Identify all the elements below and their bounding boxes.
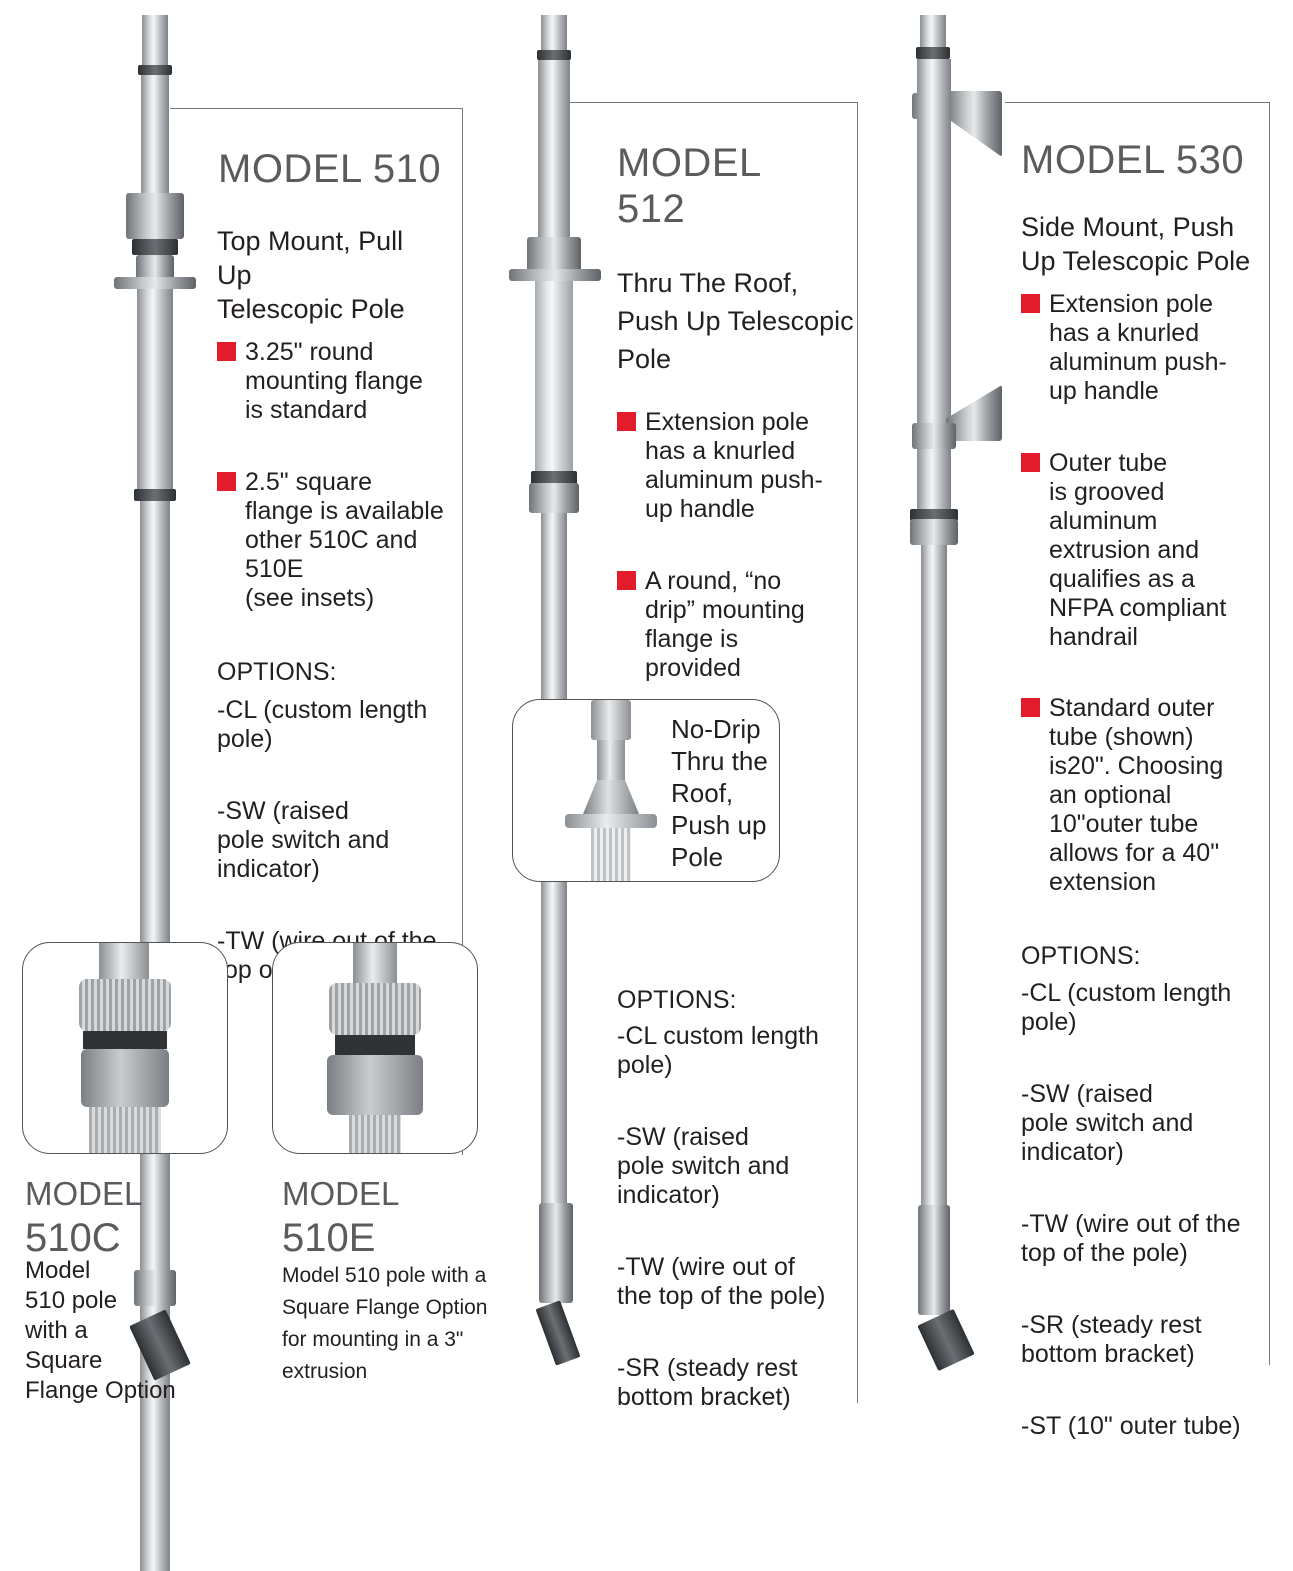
model-510-title: MODEL 510 <box>218 147 442 191</box>
model-512-option-cl: -CL custom length pole) <box>617 1022 819 1079</box>
model-512-options-label: OPTIONS: <box>617 986 737 1014</box>
model-512-option-sr: -SR (steady rest bottom bracket) <box>617 1354 798 1411</box>
model-512-inset-caption: No-Drip Thru the Roof, Push up Pole <box>671 714 768 872</box>
model-530-panel <box>1005 102 1270 1365</box>
model-530-bullet-1: Extension pole has a knurled aluminum pu… <box>1021 290 1227 406</box>
model-512-inset-photo <box>512 699 780 882</box>
model-510e-inset-photo <box>272 942 478 1154</box>
model-530-options-label: OPTIONS: <box>1021 942 1141 970</box>
model-530-option-sr: -SR (steady rest bottom bracket) <box>1021 1311 1202 1368</box>
model-510-panel <box>170 108 463 1155</box>
red-square-bullet-icon <box>217 472 236 491</box>
red-square-bullet-icon <box>617 412 636 431</box>
model-512-title: MODEL 512 <box>617 141 762 231</box>
model-510-bullet-2: 2.5" square flange is available other 51… <box>217 468 444 613</box>
model-510-subtitle: Top Mount, Pull Up Telescopic Pole <box>217 226 405 324</box>
model-530-subtitle: Side Mount, Push Up Telescopic Pole <box>1021 212 1251 276</box>
model-510c-number: 510C <box>25 1216 121 1260</box>
model-530-bullet-2: Outer tube is grooved aluminum extrusion… <box>1021 449 1226 652</box>
red-square-bullet-icon <box>217 342 236 361</box>
model-510-option-sw: -SW (raised pole switch and indicator) <box>217 797 390 883</box>
model-512-option-tw: -TW (wire out of the top of the pole) <box>617 1253 826 1310</box>
model-512-bullet-2: A round, “no drip” mounting flange is pr… <box>617 567 805 683</box>
model-512-option-sw: -SW (raised pole switch and indicator) <box>617 1123 790 1209</box>
model-510e-description: Model 510 pole with a Square Flange Opti… <box>282 1264 488 1383</box>
pole-530-image <box>890 15 1010 1385</box>
model-510c-label: MODEL <box>25 1175 143 1212</box>
model-510e-number: 510E <box>282 1216 376 1260</box>
model-530-option-tw: -TW (wire out of the top of the pole) <box>1021 1210 1241 1267</box>
red-square-bullet-icon <box>1021 698 1040 717</box>
red-square-bullet-icon <box>1021 294 1040 313</box>
model-530-option-cl: -CL (custom length pole) <box>1021 979 1232 1036</box>
model-512-bullet-1: Extension pole has a knurled aluminum pu… <box>617 408 823 524</box>
red-square-bullet-icon <box>617 571 636 590</box>
model-530-option-sw: -SW (raised pole switch and indicator) <box>1021 1080 1194 1166</box>
model-512-subtitle: Thru The Roof, Push Up Telescopic Pole <box>617 268 854 374</box>
model-510c-description: Model 510 pole with a Square Flange Opti… <box>25 1257 176 1404</box>
model-510-options-label: OPTIONS: <box>217 658 337 686</box>
model-510-option-cl: -CL (custom length pole) <box>217 696 428 753</box>
model-512-panel <box>570 102 858 1403</box>
model-530-option-st: -ST (10" outer tube) <box>1021 1412 1241 1440</box>
model-510c-inset-photo <box>22 942 228 1154</box>
red-square-bullet-icon <box>1021 453 1040 472</box>
model-530-bullet-3: Standard outer tube (shown) is20". Choos… <box>1021 694 1223 897</box>
model-510e-label: MODEL <box>282 1175 400 1212</box>
model-530-title: MODEL 530 <box>1021 138 1245 182</box>
model-510-bullet-1: 3.25" round mounting flange is standard <box>217 338 423 425</box>
